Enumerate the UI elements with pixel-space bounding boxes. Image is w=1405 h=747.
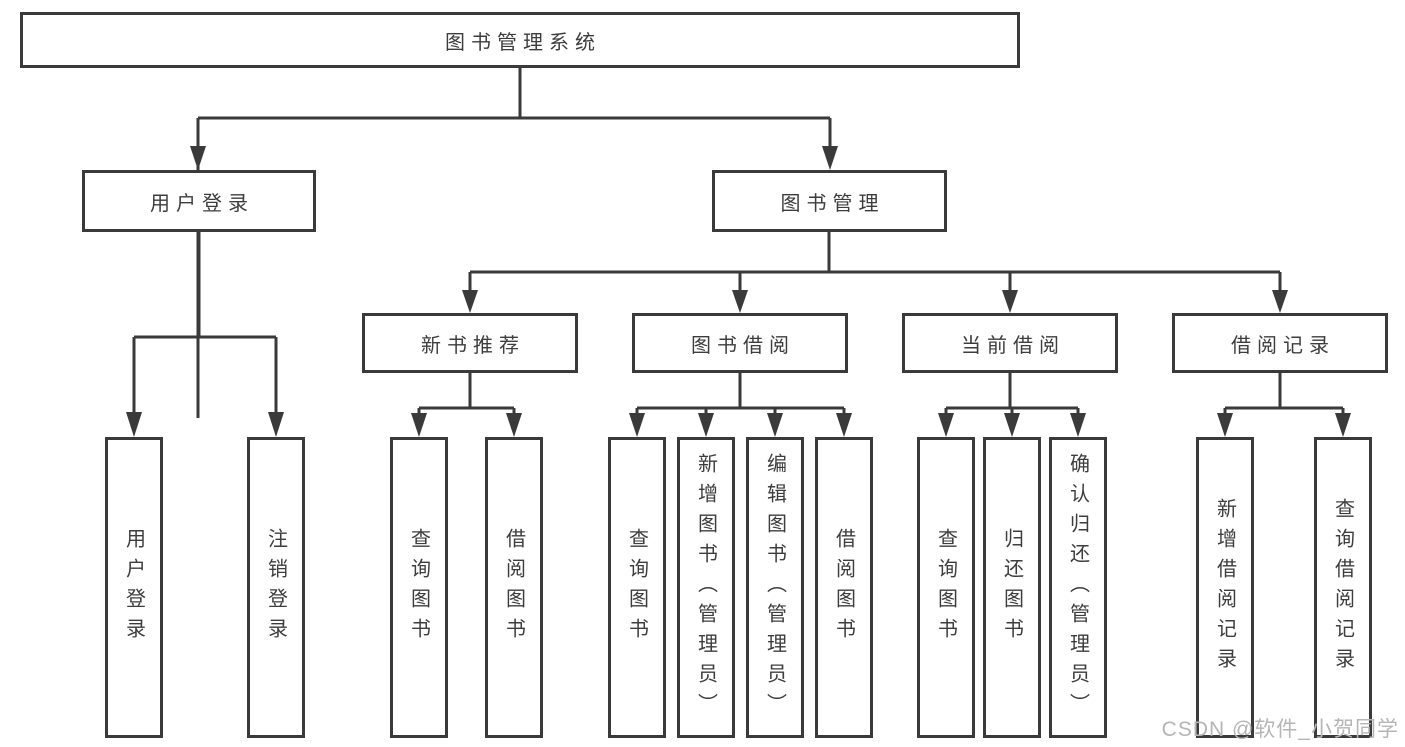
leaf-label: 用户登录 — [122, 527, 145, 648]
leaf-borrow-edit-admin: 编辑图书（管理员） — [746, 437, 804, 738]
connector-level3-to-leaves — [417, 373, 1345, 420]
leaf-borrow-query: 查询图书 — [608, 437, 666, 738]
leaf-label: 确认归还（管理员） — [1066, 452, 1089, 723]
leaf-user-login: 用户登录 — [105, 437, 163, 738]
leaf-label: 查询图书 — [625, 527, 648, 648]
leaf-borrow-borrow: 借阅图书 — [815, 437, 873, 738]
csdn-watermark: CSDN @软件_小贺同学 — [1161, 718, 1399, 741]
leaf-label: 新增图书（管理员） — [694, 452, 717, 723]
node-book-management: 图书管理 — [712, 170, 947, 232]
node-new-book-recommend: 新书推荐 — [362, 313, 578, 373]
leaf-record-query: 查询借阅记录 — [1314, 437, 1372, 738]
leaf-label: 查询借阅记录 — [1331, 497, 1354, 678]
leaf-label: 借阅图书 — [502, 527, 525, 648]
node-root: 图书管理系统 — [20, 12, 1020, 68]
leaf-current-return: 归还图书 — [983, 437, 1041, 738]
leaf-current-confirm-admin: 确认归还（管理员） — [1049, 437, 1107, 738]
leaf-newbook-borrow: 借阅图书 — [485, 437, 543, 738]
node-borrow-records: 借阅记录 — [1172, 313, 1388, 373]
node-user-login: 用户登录 — [82, 170, 316, 232]
leaf-label: 归还图书 — [1000, 527, 1023, 648]
leaf-current-query: 查询图书 — [917, 437, 975, 738]
leaf-label: 查询图书 — [407, 527, 430, 648]
leaf-record-add: 新增借阅记录 — [1196, 437, 1254, 738]
leaf-label: 编辑图书（管理员） — [763, 452, 786, 723]
leaf-label: 借阅图书 — [832, 527, 855, 648]
node-book-borrow: 图书借阅 — [632, 313, 848, 373]
leaf-label: 查询图书 — [934, 527, 957, 648]
node-current-borrow: 当前借阅 — [902, 313, 1118, 373]
leaf-borrow-add-admin: 新增图书（管理员） — [677, 437, 735, 738]
leaf-label: 注销登录 — [264, 527, 287, 648]
connector-login-to-leaves — [132, 232, 278, 418]
leaf-logout: 注销登录 — [247, 437, 305, 738]
arrowheads — [126, 146, 1351, 437]
connector-root-to-level2 — [196, 68, 832, 418]
leaf-newbook-query: 查询图书 — [390, 437, 448, 738]
connector-management-to-level3 — [468, 232, 1282, 294]
leaf-label: 新增借阅记录 — [1213, 497, 1236, 678]
